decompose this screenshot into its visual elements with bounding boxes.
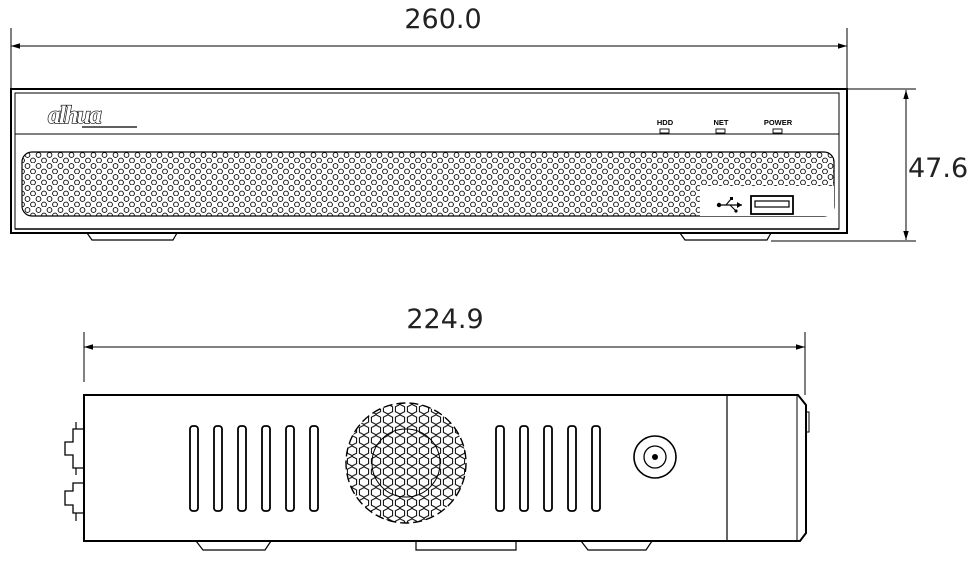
- front-left-foot: [86, 232, 178, 241]
- brand-logo-text: alhua: [48, 102, 101, 129]
- front-height-label: 47.6: [908, 153, 968, 184]
- brand-logo: alhua: [47, 101, 137, 130]
- indicator-panel: HDD NET POWER: [657, 118, 793, 134]
- fan-grille-icon: [345, 402, 467, 524]
- side-chassis: [83, 394, 807, 542]
- power-led-icon: [772, 128, 783, 134]
- side-right-foot: [580, 540, 653, 551]
- hdd-indicator-label: HDD: [657, 118, 674, 127]
- net-led-icon: [715, 128, 726, 134]
- front-chassis: [10, 88, 848, 234]
- front-width-label: 260.0: [404, 4, 481, 35]
- side-depth-label: 224.9: [406, 304, 483, 335]
- side-depth-dimension: 224.9: [83, 304, 806, 395]
- usb-socket: [750, 195, 794, 215]
- front-right-foot: [679, 232, 772, 241]
- hdd-led-icon: [659, 128, 670, 134]
- front-height-dimension: 47.6: [771, 88, 968, 242]
- front-view: 260.0 alhua HDD NET POWER: [10, 4, 968, 242]
- net-indicator-label: NET: [714, 118, 729, 127]
- side-middle-foot: [415, 541, 517, 551]
- front-width-dimension: 260.0: [10, 4, 848, 88]
- front-vent-grille: [21, 151, 835, 217]
- usb-port: [716, 195, 794, 215]
- rear-connectors: [64, 422, 84, 521]
- right-vent-slots: [495, 425, 601, 512]
- side-left-foot: [195, 540, 272, 551]
- power-indicator-label: POWER: [764, 118, 793, 127]
- usb-icon: [716, 197, 742, 213]
- side-screw-icon: [633, 435, 677, 479]
- left-vent-slots: [189, 425, 319, 512]
- side-view: 224.9: [64, 304, 810, 551]
